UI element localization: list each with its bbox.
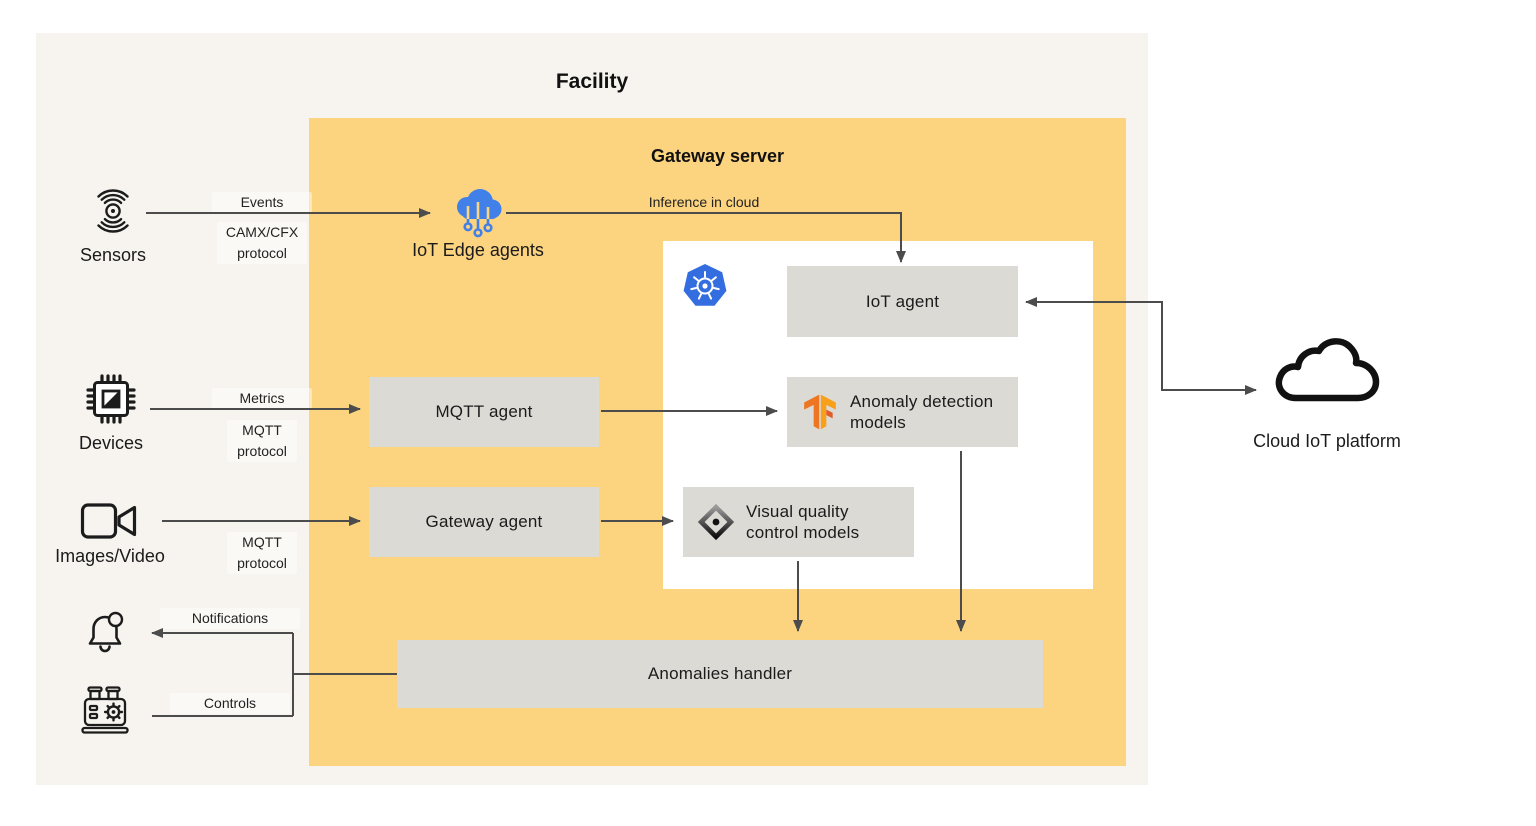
mqtt-protocol-devices-label: MQTT protocol — [227, 420, 297, 462]
mqtt-agent-label: MQTT agent — [435, 402, 533, 421]
mqtt-agent-node: MQTT agent — [369, 377, 599, 447]
machine-gear-icon — [81, 686, 129, 734]
sensor-waves-icon — [97, 189, 129, 233]
diamond-eye-icon — [697, 503, 735, 541]
video-camera-icon — [80, 503, 137, 539]
gateway-agent-node: Gateway agent — [369, 487, 599, 557]
sensors-caption: Sensors — [79, 245, 147, 265]
bell-icon — [88, 611, 124, 653]
gateway-agent-label: Gateway agent — [425, 512, 543, 531]
anomalies-handler-node: Anomalies handler — [397, 640, 1043, 708]
visual-quality-label: Visual quality control models — [746, 501, 860, 542]
iot-edge-agents-caption: IoT Edge agents — [412, 240, 544, 260]
tensorflow-icon — [804, 394, 836, 430]
controls-label: Controls — [170, 693, 290, 714]
notifications-label: Notifications — [160, 608, 300, 629]
chip-icon — [86, 374, 136, 424]
iot-agent-label: IoT agent — [865, 291, 940, 311]
devices-caption: Devices — [78, 433, 144, 453]
kubernetes-icon — [683, 264, 727, 306]
visual-quality-node: Visual quality control models — [683, 487, 914, 557]
metrics-label: Metrics — [212, 388, 312, 409]
inference-in-cloud-label: Inference in cloud — [648, 194, 760, 210]
anomaly-detection-node: Anomaly detection models — [787, 377, 1018, 447]
events-label: Events — [212, 192, 312, 213]
images-video-caption: Images/Video — [55, 546, 165, 566]
mqtt-protocol-images-label: MQTT protocol — [227, 532, 297, 574]
cloud-outline-icon — [1275, 338, 1380, 402]
facility-title: Facility — [555, 70, 629, 93]
cloud-iot-platform-caption: Cloud IoT platform — [1253, 431, 1401, 451]
camx-protocol-label: CAMX/CFX protocol — [217, 222, 307, 264]
anomaly-detection-label: Anomaly detection models — [850, 391, 994, 432]
cloud-circuit-icon — [457, 189, 502, 238]
gateway-server-title: Gateway server — [650, 146, 785, 166]
iot-agent-node: IoT agent — [787, 266, 1018, 337]
anomalies-handler-label: Anomalies handler — [647, 664, 793, 683]
